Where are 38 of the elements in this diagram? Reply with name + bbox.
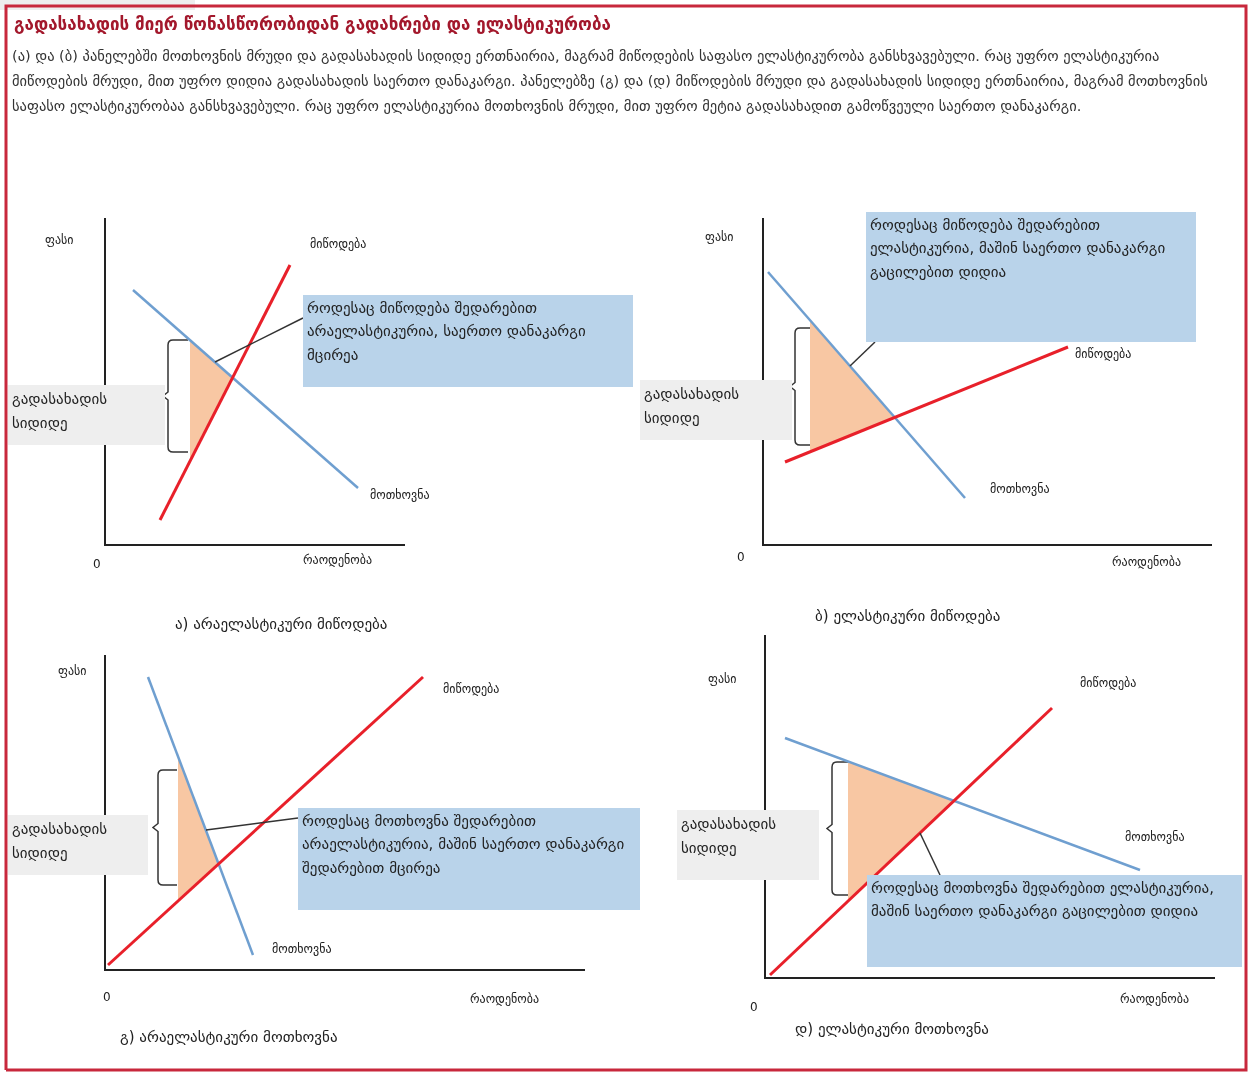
curve-label: მოთხოვნა: [990, 482, 1050, 496]
callout-box: როდესაც მოთხოვნა შედარებით ელასტიკურია, მაშინ საერთო დანაკარგი გაცილებით დიდია: [867, 875, 1242, 967]
leader-line: [214, 317, 304, 363]
axis-label: 0: [750, 1000, 758, 1014]
curve-label: მიწოდება: [443, 682, 500, 696]
axis-label: ფასი: [45, 233, 74, 247]
tax-label: გადასახადის სიდიდე: [8, 385, 165, 445]
leader-line: [849, 341, 876, 367]
deadweight-loss-triangle: [810, 320, 895, 452]
axis-label: რაოდენობა: [1120, 992, 1189, 1006]
leader-line: [919, 832, 941, 876]
curve-label: მოთხოვნა: [1125, 830, 1185, 844]
panel-caption: ა) არაელასტიკური მიწოდება: [175, 615, 388, 633]
callout-box: როდესაც მიწოდება შედარებით არაელასტიკურია, საერთო დანაკარგი მცირეა: [303, 295, 633, 387]
paragraph: (ა) და (ბ) პანელებში მოთხოვნის მრუდი და გადასახადის სიდიდე ერთნაირია, მაგრამ მიწოდების საფასო ელასტიკურობა განსხვავებული. რაც უფრო ელასტიკურია მიწოდების მრუდი, მით უფრო დიდია გადასახადის საერთო დანაკარგი. პანელებზე (გ) და (დ) მიწოდების მრუდი და გადასახადის სიდიდე ერთნაირია, მაგრამ მოთხოვნის საფასო ელასტიკურობაა განსხვავებული. რაც უფრო ელასტიკურია მოთხოვნის მრუდი, მით უფრო მეტია გადასახადით გამოწვეული საერთო დანაკარგი.: [12, 47, 1209, 117]
axis-label: ფასი: [708, 672, 737, 686]
panel-caption: დ) ელასტიკური მოთხოვნა: [795, 1020, 989, 1038]
callout-box: როდესაც მოთხოვნა შედარებით არაელასტიკურია, მაშინ საერთო დანაკარგი შედარებით მცირეა: [298, 808, 640, 910]
axis-label: 0: [93, 557, 101, 571]
curve-label: მოთხოვნა: [272, 942, 332, 956]
tax-label: გადასახადის სიდიდე: [640, 380, 792, 440]
axis-label: რაოდენობა: [470, 992, 539, 1006]
curve-label: მიწოდება: [1080, 676, 1137, 690]
axis-label: 0: [737, 550, 745, 564]
callout-box: როდესაც მიწოდება შედარებით ელასტიკურია, მაშინ საერთო დანაკარგი გაცილებით დიდია: [866, 212, 1196, 342]
axis-label: 0: [103, 990, 111, 1004]
axis-label: ფასი: [705, 230, 734, 244]
axis-label: ფასი: [58, 664, 87, 678]
leader-line: [205, 817, 299, 831]
curve-label: მოთხოვნა: [370, 488, 430, 502]
panel-caption: გ) არაელასტიკური მოთხოვნა: [120, 1028, 338, 1046]
axis-label: რაოდენობა: [303, 553, 372, 567]
panel-caption: ბ) ელასტიკური მიწოდება: [815, 607, 1001, 625]
axis-label: რაოდენობა: [1112, 555, 1181, 569]
tax-label: გადასახადის სიდიდე: [8, 815, 148, 875]
curve-label: მიწოდება: [310, 237, 367, 251]
title: გადასახადის მიერ წონასწორობიდან გადახრები და ელასტიკურობა: [14, 14, 611, 34]
tax-label: გადასახადის სიდიდე: [677, 810, 819, 880]
